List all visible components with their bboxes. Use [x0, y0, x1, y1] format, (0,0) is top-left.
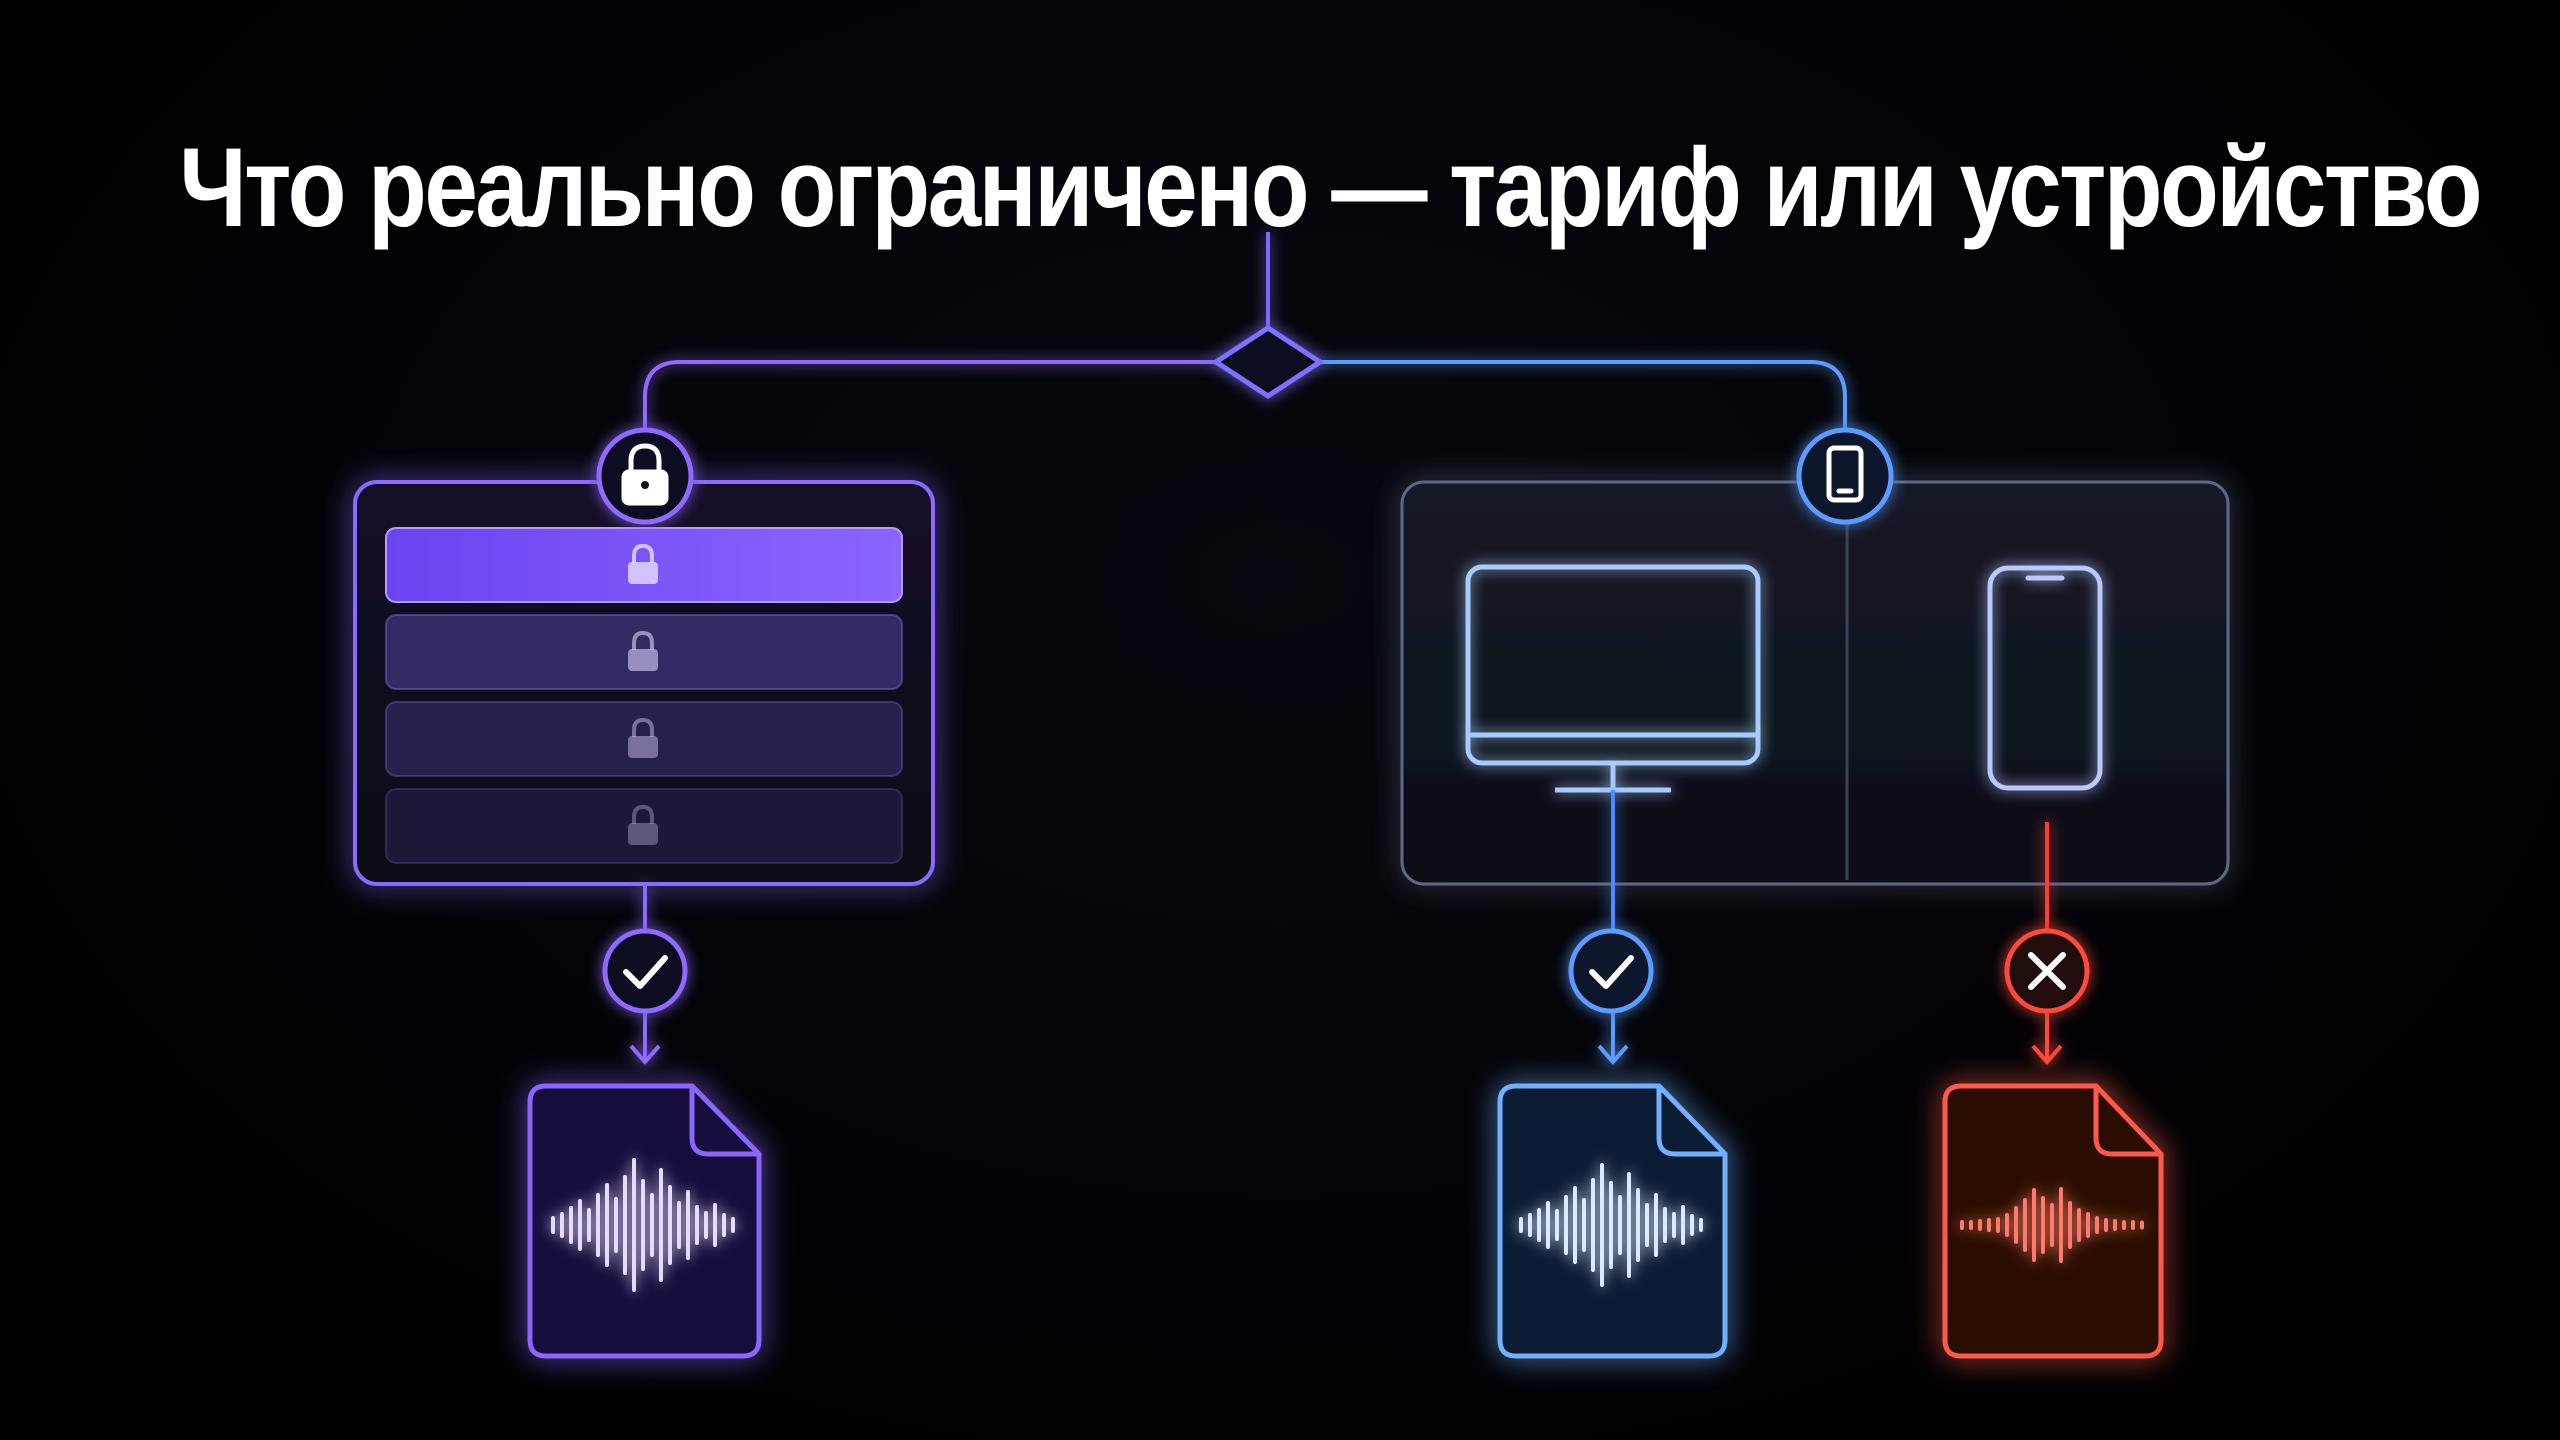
- plan-tier-row: [385, 614, 903, 690]
- phone-icon: [1987, 565, 2103, 791]
- lock-icon: [628, 630, 658, 671]
- plan-tier-row: [385, 527, 903, 603]
- monitor-check-badge: [1568, 928, 1654, 1014]
- audio-file-icon: [551, 1158, 735, 1292]
- cross-icon: [2028, 952, 2066, 990]
- audio-file-icon: [1960, 1187, 2144, 1263]
- lock-icon: [628, 717, 658, 758]
- plan-branch-line: [643, 360, 1220, 432]
- lock-icon: [628, 543, 658, 584]
- tablet-icon: [1826, 445, 1864, 503]
- page-title: Что реально ограничено — тариф или устро…: [179, 125, 2482, 250]
- check-icon: [623, 955, 668, 989]
- plan-outcome: [629, 884, 661, 1066]
- connector-lines: [643, 232, 1847, 432]
- plan-check-badge: [602, 928, 688, 1014]
- monitor-outcome: [1597, 790, 1629, 1066]
- phone-cross-badge: [2004, 928, 2090, 1014]
- device-panel: [1400, 480, 2230, 886]
- audio-file-icon: [1519, 1163, 1703, 1287]
- plan-tier-row: [385, 701, 903, 777]
- plan-tiers: [385, 527, 903, 864]
- plan-tier-row: [385, 788, 903, 864]
- plan-tier-panel: [353, 480, 935, 886]
- plan-badge: [596, 427, 694, 525]
- decision-node: [1211, 325, 1325, 399]
- phone-outcome: [2031, 822, 2063, 1066]
- device-badge: [1796, 427, 1894, 525]
- device-branch-line: [1316, 360, 1847, 432]
- lock-icon: [628, 804, 658, 845]
- check-icon: [1589, 955, 1634, 989]
